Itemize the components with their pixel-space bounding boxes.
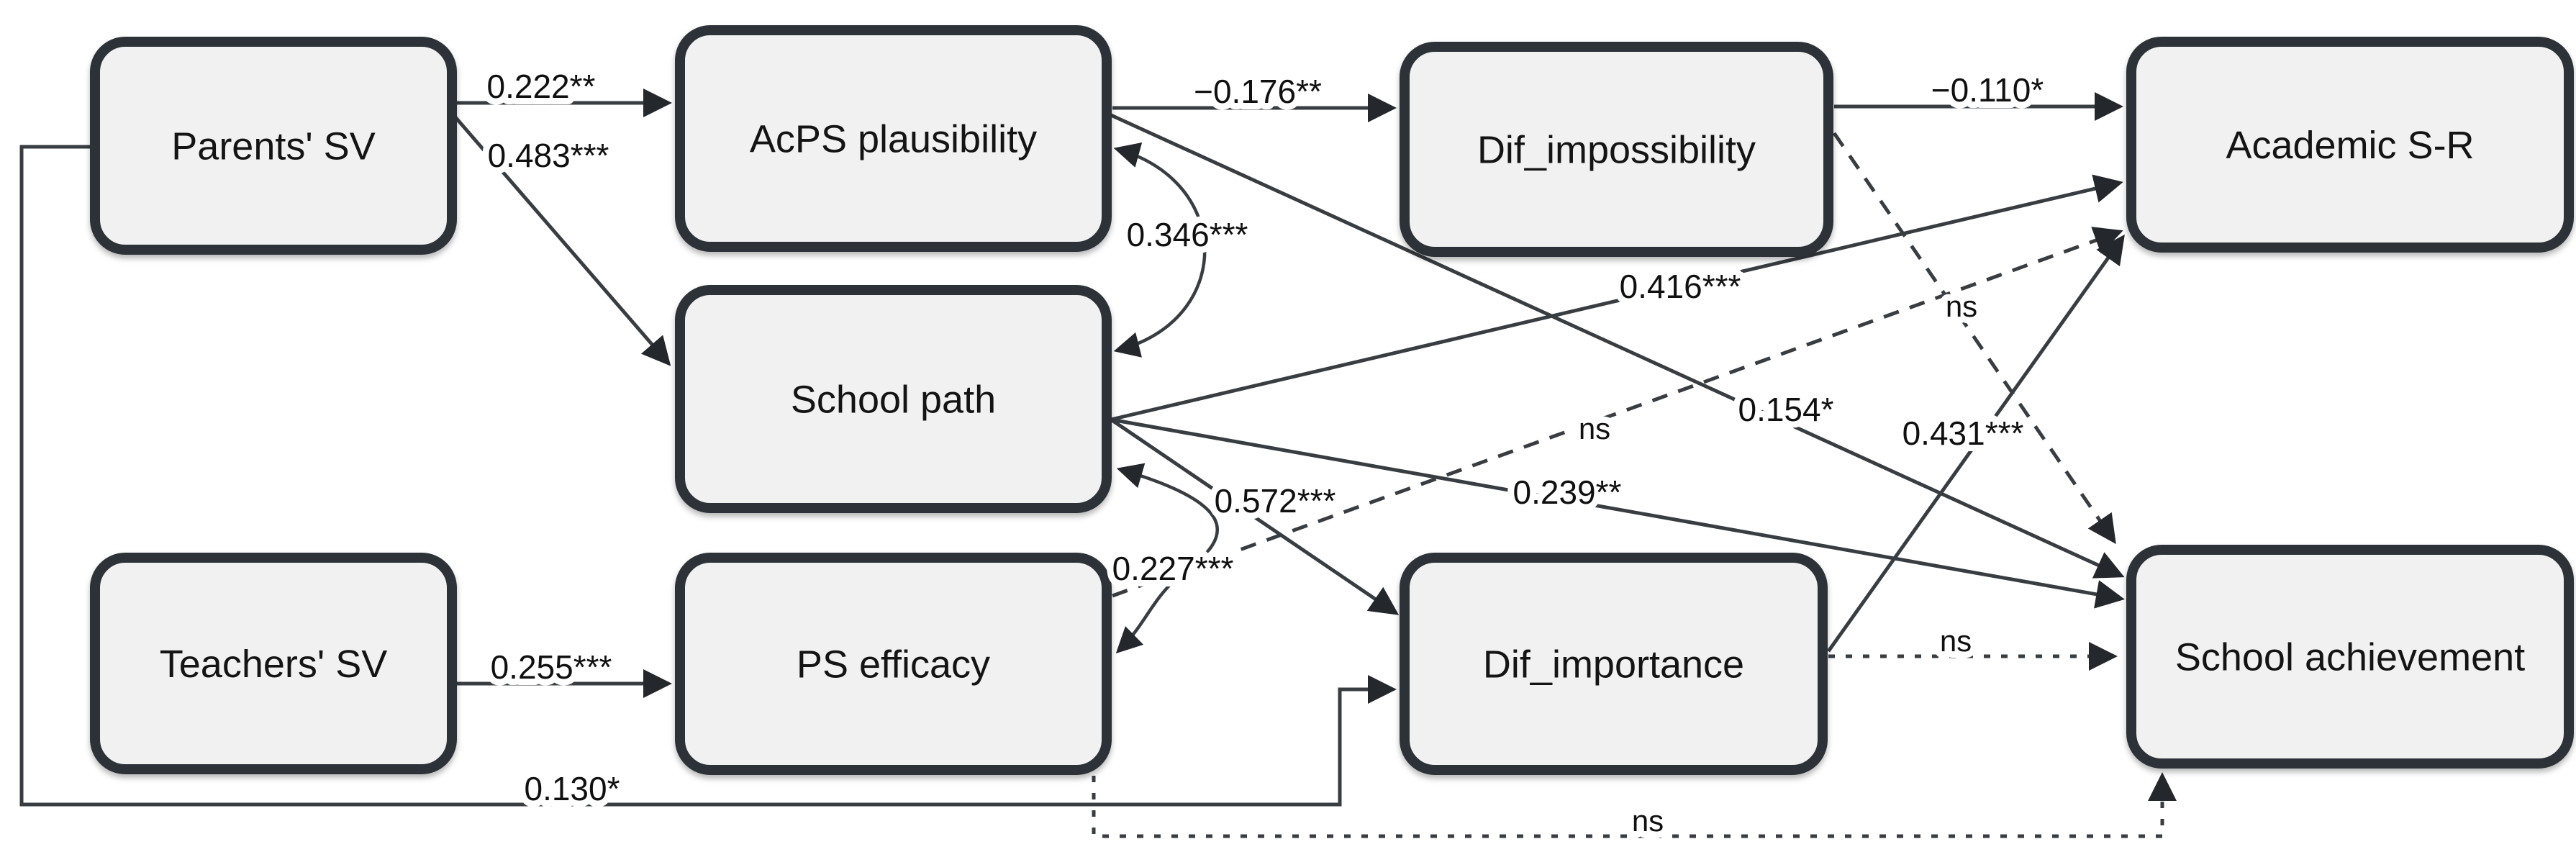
node-school-achievement: School achievement (2126, 545, 2574, 769)
edge-label-teachers-sv-to-ps-efficacy: 0.255*** (491, 648, 612, 686)
edge-school-path-to-school-achievement (1110, 417, 2125, 609)
node-label-teachers-sv: Teachers' SV (160, 643, 387, 686)
edge-label-dif-importance-to-academic-sr: 0.431*** (1902, 414, 2024, 452)
node-school-path: School path (675, 285, 1112, 513)
edge-label-acps-plausibility-cov-school-path: 0.346*** (1127, 216, 1248, 253)
edge-label-parents-sv-to-dif-importance: 0.130* (524, 770, 620, 807)
edge-label-ps-efficacy-to-academic-sr: ns (1579, 412, 1610, 445)
edge-label-school-path-to-academic-sr: 0.416*** (1620, 268, 1741, 305)
edge-label-school-path-cov-ps-efficacy: 0.227*** (1112, 550, 1234, 587)
edge-label-acps-plausibility-to-school-achievement: 0.154* (1738, 391, 1833, 428)
edge-label-school-path-to-school-achievement: 0.239** (1513, 473, 1622, 511)
edge-ps-efficacy-to-academic-sr (1112, 227, 2123, 598)
edge-parents-sv-to-dif-importance (19, 145, 1397, 807)
node-box-teachers-sv (90, 553, 457, 774)
node-label-dif-importance: Dif_importance (1483, 643, 1744, 686)
edge-label-dif-importance-to-school-achievement: ns (1940, 624, 1972, 658)
edge-ps-efficacy-to-school-achievement (1092, 772, 2177, 838)
edge-label-acps-plausibility-to-dif-impossibility: −0.176** (1194, 73, 1322, 110)
nodes-layer: Parents' SV AcPS plausibility Dif_impossib… (90, 25, 2574, 775)
node-box-dif-importance (1400, 553, 1828, 775)
node-academic-sr: Academic S-R (2126, 37, 2574, 253)
node-label-school-path: School path (791, 379, 996, 422)
edge-acps-plausibility-to-school-achievement (1110, 113, 2125, 579)
node-parents-sv: Parents' SV (90, 37, 457, 255)
edge-school-path-to-academic-sr (1110, 174, 2123, 422)
edge-acps-plausibility-cov-school-path (1113, 142, 1207, 358)
edge-label-dif-impossibility-to-school-achievement: ns (1946, 289, 1977, 323)
node-box-ps-efficacy (675, 553, 1112, 775)
node-label-acps-plausibility: AcPS plausibility (750, 118, 1037, 161)
edge-school-path-to-dif-importance (1110, 417, 1400, 615)
edge-dif-importance-to-academic-sr (1826, 234, 2125, 653)
edge-label-parents-sv-to-acps-plausibility: 0.222** (487, 68, 596, 105)
node-label-academic-sr: Academic S-R (2226, 124, 2474, 167)
node-label-ps-efficacy: PS efficacy (797, 643, 990, 686)
node-dif-importance: Dif_importance (1400, 553, 1828, 775)
node-box-acps-plausibility (675, 25, 1112, 252)
edge-label-ps-efficacy-to-school-achievement: ns (1632, 804, 1664, 838)
edge-label-school-path-to-dif-importance: 0.572*** (1215, 482, 1336, 520)
node-box-academic-sr (2126, 37, 2574, 253)
edge-dif-impossibility-to-school-achievement (1832, 132, 2116, 545)
edge-school-path-cov-ps-efficacy (1115, 463, 1219, 654)
node-label-dif-impossibility: Dif_impossibility (1477, 129, 1756, 172)
node-teachers-sv: Teachers' SV (90, 553, 457, 774)
node-box-school-achievement (2126, 545, 2574, 769)
edge-labels-layer: 0.222** 0.483*** −0.176** −0.110* 0.416*** 0.… (481, 61, 2051, 844)
node-ps-efficacy: PS efficacy (675, 553, 1112, 775)
node-dif-impossibility: Dif_impossibility (1400, 42, 1833, 257)
node-acps-plausibility: AcPS plausibility (675, 25, 1112, 252)
node-box-dif-impossibility (1400, 42, 1833, 257)
node-label-school-achievement: School achievement (2175, 636, 2525, 679)
edges-layer (19, 89, 2177, 838)
node-label-parents-sv: Parents' SV (171, 125, 375, 168)
node-box-parents-sv (90, 37, 457, 255)
edge-parents-sv-to-school-path (445, 105, 671, 366)
edge-label-parents-sv-to-school-path: 0.483*** (488, 137, 609, 174)
edge-label-dif-impossibility-to-academic-sr: −0.110* (1931, 71, 2044, 109)
node-box-school-path (675, 285, 1112, 513)
